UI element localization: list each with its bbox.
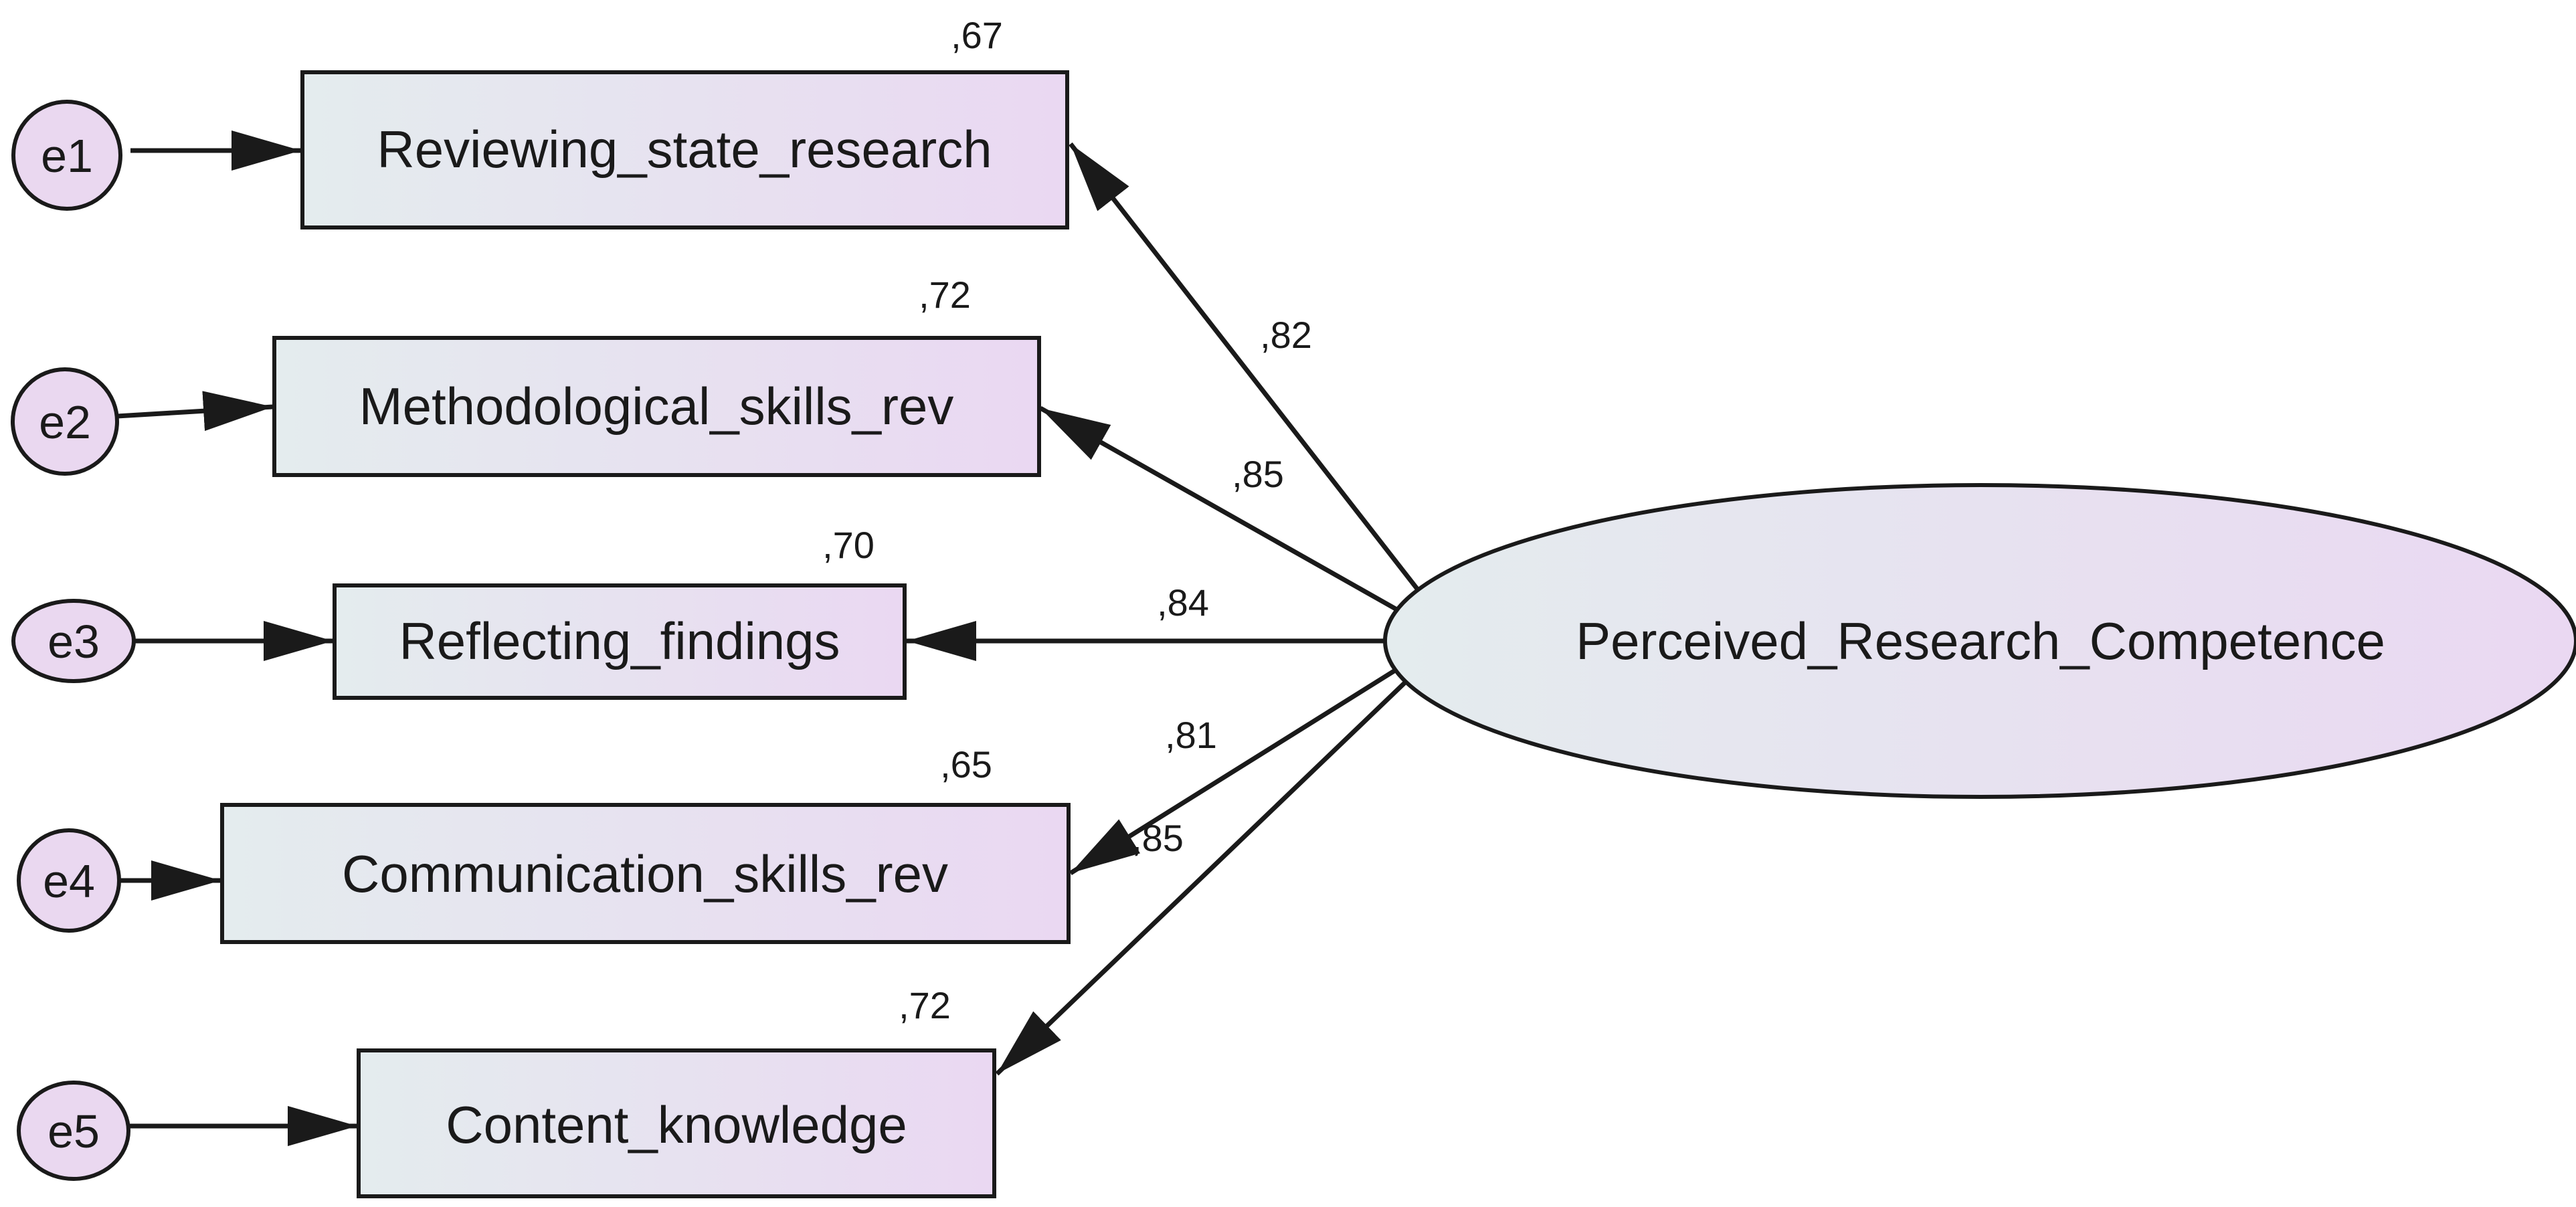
latent-label: Perceived_Research_Competence bbox=[1576, 612, 2385, 670]
error-5: e5 bbox=[17, 1081, 130, 1181]
r2-value-2: ,72 bbox=[919, 274, 971, 316]
error-paths bbox=[116, 130, 357, 1146]
error-label-1: e1 bbox=[41, 130, 93, 182]
error-label-4: e4 bbox=[43, 855, 95, 907]
error-label-3: e3 bbox=[48, 616, 100, 668]
error-label-5: e5 bbox=[48, 1105, 100, 1157]
indicator-label-1: Reviewing_state_research bbox=[377, 120, 992, 179]
loading-value-3: ,84 bbox=[1157, 581, 1209, 624]
loading-value-4: ,81 bbox=[1165, 714, 1217, 756]
error-label-2: e2 bbox=[39, 396, 91, 448]
error-1: e1 bbox=[11, 100, 122, 211]
loading-path-5 bbox=[995, 680, 1407, 1076]
loading-values: ,82 ,85 ,84 ,81 ,85 bbox=[1131, 314, 1312, 859]
latent-construct: Perceived_Research_Competence bbox=[1383, 483, 2576, 799]
r2-value-4: ,65 bbox=[940, 743, 992, 785]
indicator-1: Reviewing_state_research bbox=[300, 70, 1069, 229]
indicator-label-2: Methodological_skills_rev bbox=[359, 377, 954, 436]
r2-value-1: ,67 bbox=[951, 14, 1003, 56]
indicator-5: Content_knowledge bbox=[357, 1048, 996, 1198]
r-squared-values: ,67 ,72 ,70 ,65 ,72 bbox=[822, 14, 1003, 1026]
indicator-boxes: Reviewing_state_research Methodological_… bbox=[220, 70, 1071, 1198]
error-4: e4 bbox=[17, 828, 121, 933]
indicator-4: Communication_skills_rev bbox=[220, 803, 1071, 944]
indicator-2: Methodological_skills_rev bbox=[272, 336, 1041, 477]
loading-path-4 bbox=[1069, 668, 1396, 875]
indicator-label-4: Communication_skills_rev bbox=[342, 844, 948, 903]
error-3: e3 bbox=[11, 599, 136, 683]
error-path-2 bbox=[116, 391, 274, 432]
loading-value-2: ,85 bbox=[1232, 453, 1284, 495]
indicator-3: Reflecting_findings bbox=[333, 583, 907, 700]
loading-paths bbox=[907, 142, 1419, 1076]
indicator-label-3: Reflecting_findings bbox=[399, 612, 840, 670]
error-terms: e1 e2 e3 e4 e5 bbox=[11, 100, 136, 1181]
loading-path-1 bbox=[1069, 142, 1419, 591]
r2-value-5: ,72 bbox=[899, 984, 951, 1026]
loading-value-5: ,85 bbox=[1131, 817, 1184, 859]
indicator-label-5: Content_knowledge bbox=[446, 1095, 907, 1154]
error-2: e2 bbox=[11, 367, 119, 476]
loading-path-2 bbox=[1039, 405, 1406, 617]
r2-value-3: ,70 bbox=[822, 524, 875, 566]
loading-value-1: ,82 bbox=[1260, 314, 1312, 356]
